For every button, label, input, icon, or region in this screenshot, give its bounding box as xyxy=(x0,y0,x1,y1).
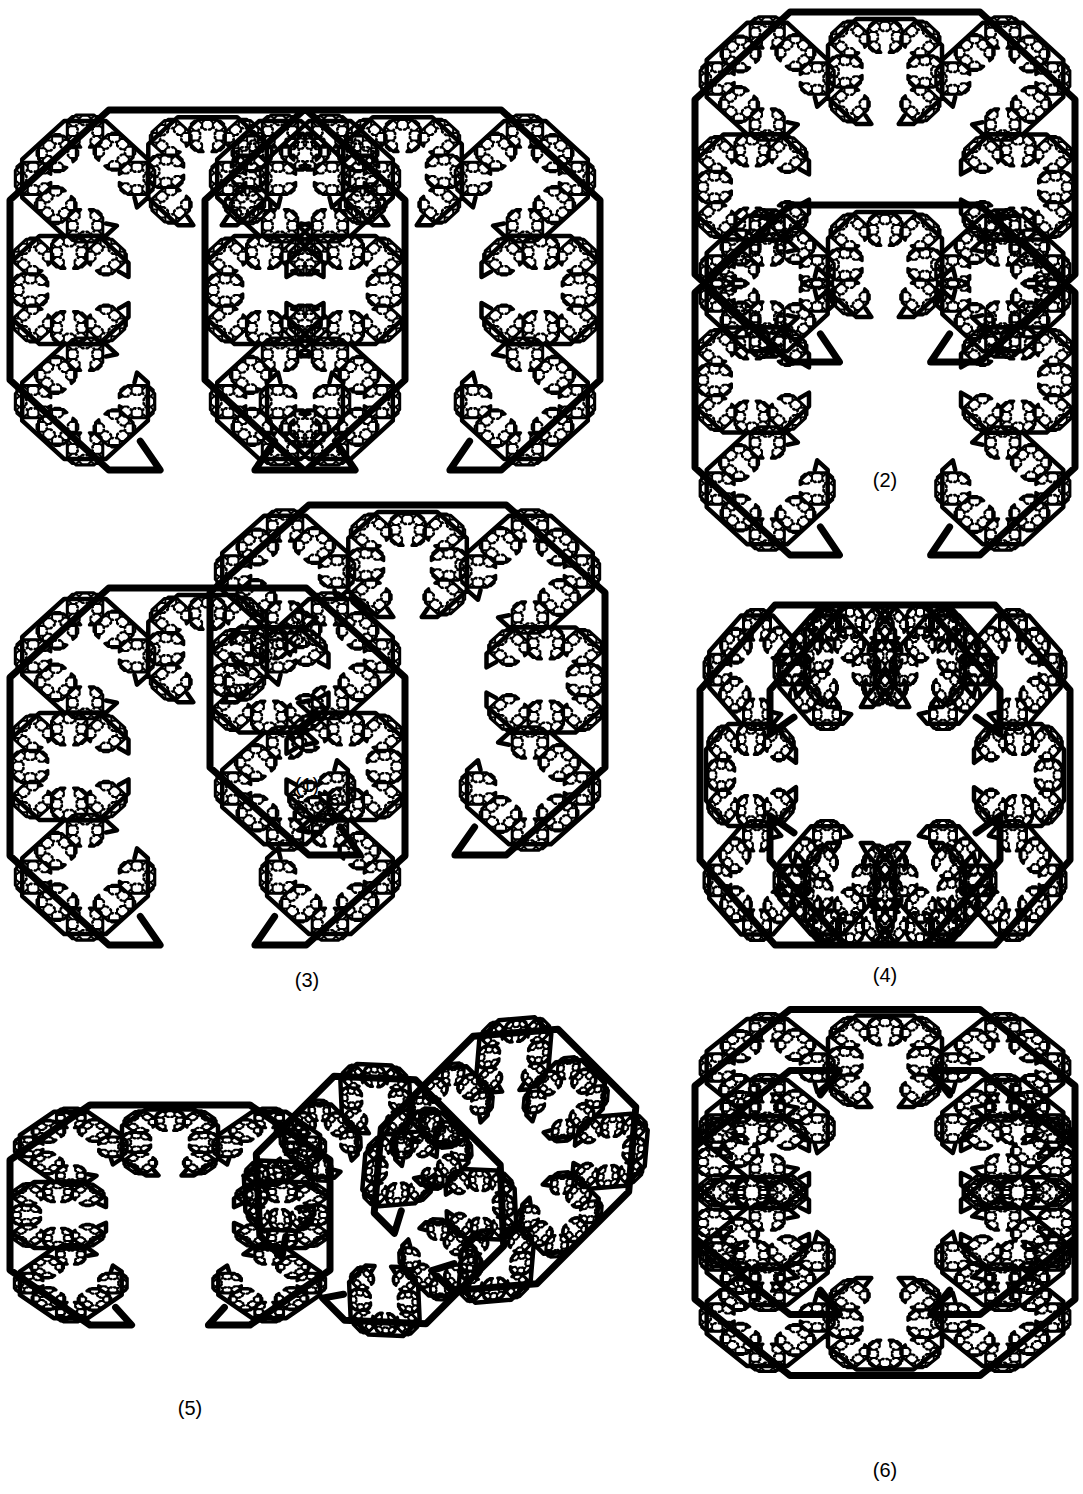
figure-number: (4) xyxy=(873,964,897,987)
fractal-curve xyxy=(12,17,1073,1372)
fractal-curve xyxy=(11,17,1073,1371)
figure-number: (6) xyxy=(873,1459,897,1482)
figure-number: (2) xyxy=(873,469,897,492)
fractal-curve xyxy=(10,12,1075,1376)
figure-number: (1) xyxy=(295,774,319,797)
figure-number: (3) xyxy=(295,969,319,992)
figure-number: (5) xyxy=(178,1397,202,1420)
